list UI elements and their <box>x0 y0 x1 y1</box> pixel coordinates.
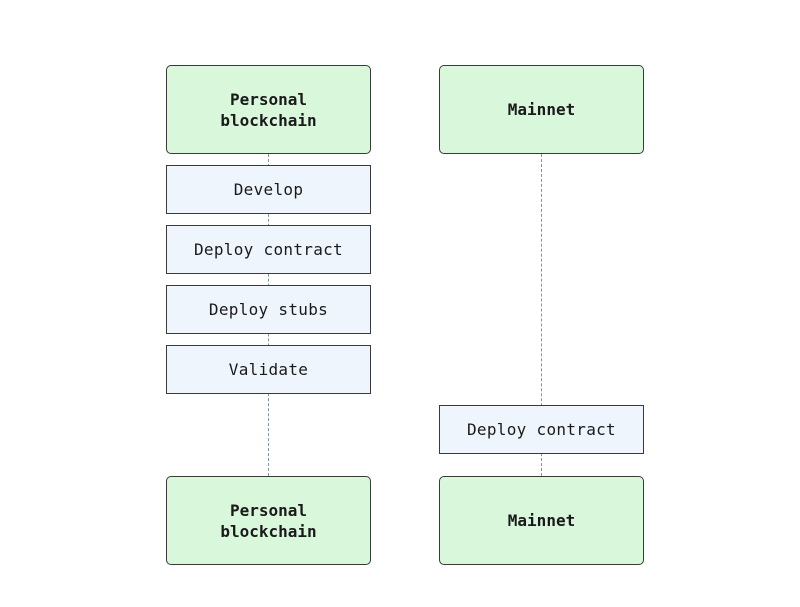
validate-step: Validate <box>166 345 371 394</box>
mainnet-deploy-contract-step: Deploy contract <box>439 405 644 454</box>
develop-step: Develop <box>166 165 371 214</box>
deploy-stubs-step: Deploy stubs <box>166 285 371 334</box>
deploy-contract-step: Deploy contract <box>166 225 371 274</box>
personal-blockchain-footer: Personal blockchain <box>166 476 371 565</box>
mainnet-footer: Mainnet <box>439 476 644 565</box>
mainnet-header: Mainnet <box>439 65 644 154</box>
mainnet-lifeline <box>541 154 542 476</box>
personal-blockchain-header: Personal blockchain <box>166 65 371 154</box>
